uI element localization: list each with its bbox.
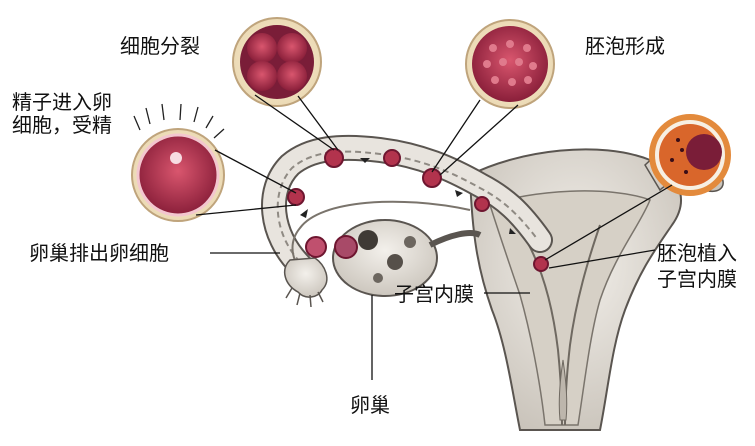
label-blastocyst-formation: 胚泡形成 (585, 34, 665, 58)
label-ovulation: 卵巢排出卵细胞 (29, 241, 169, 265)
label-fertilization-line2: 细胞，受精 (12, 113, 112, 137)
fimbriae (285, 258, 327, 307)
label-cell-division: 细胞分裂 (120, 34, 200, 58)
label-implantation-line2: 子宫内膜 (657, 267, 737, 291)
blastocyst-inset (466, 20, 554, 108)
label-ovary: 卵巢 (350, 393, 390, 417)
label-fertilization-line1: 精子进入卵 (12, 90, 112, 114)
implantation-inset (652, 117, 728, 193)
fertilized-egg-inset (132, 104, 224, 221)
cell-division-inset (233, 18, 321, 106)
label-implantation-line1: 胚泡植入 (657, 241, 737, 265)
label-endometrium: 子宫内膜 (394, 282, 474, 306)
